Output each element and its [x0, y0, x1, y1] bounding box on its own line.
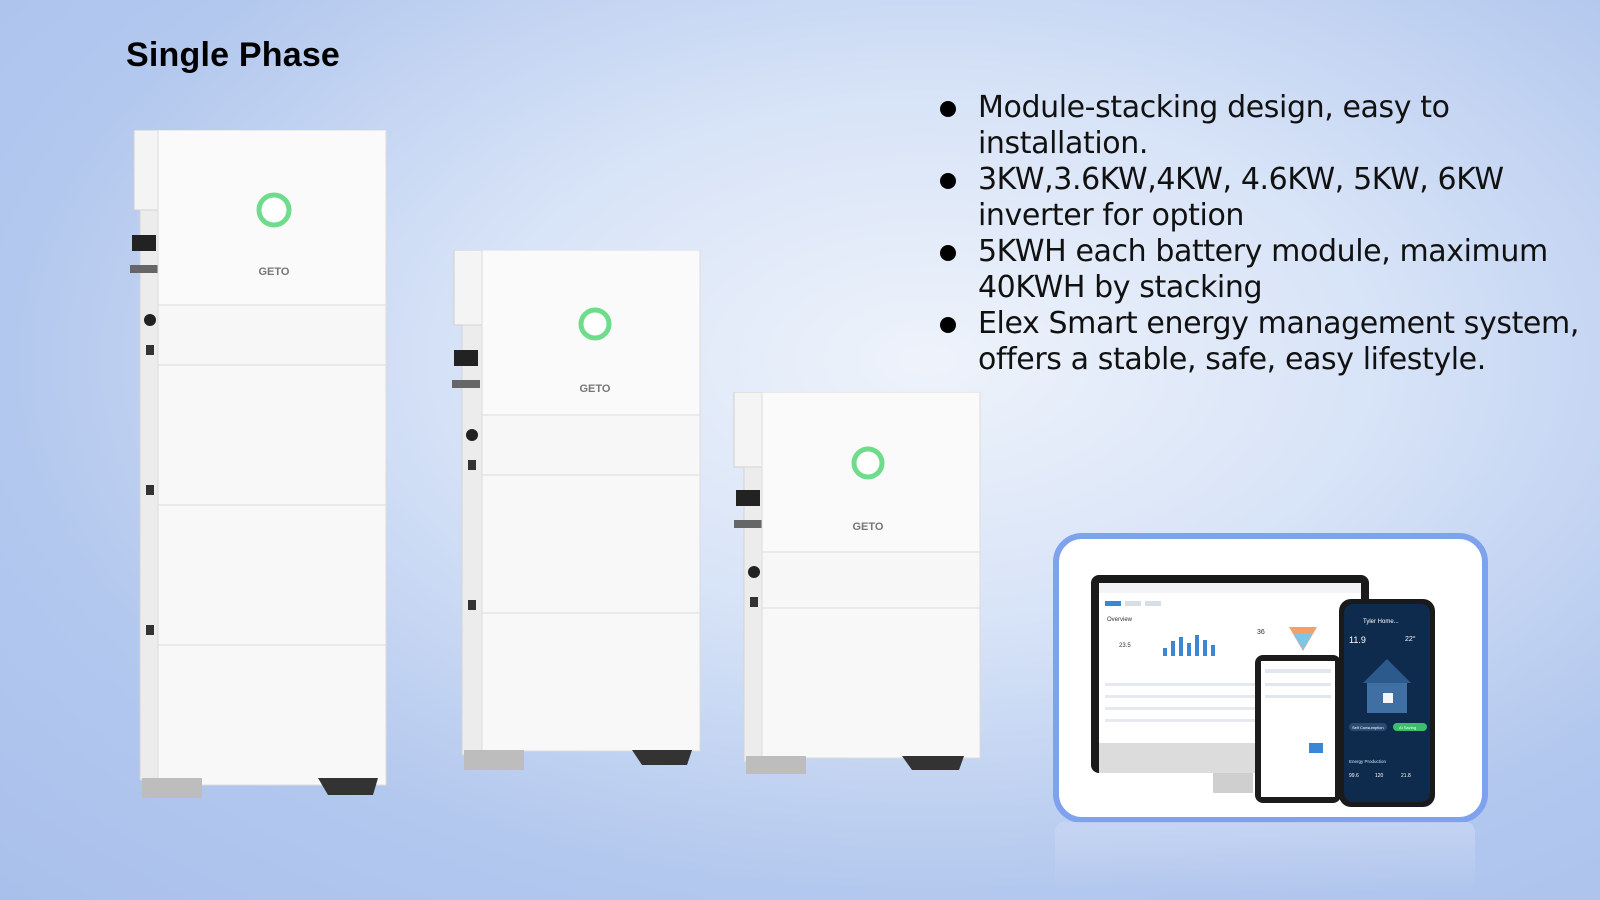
product-unit-large: GETO [128, 130, 393, 810]
product-logo: GETO [853, 521, 884, 533]
bullet-icon [940, 101, 956, 117]
feature-text: Elex Smart energy management system, off… [978, 306, 1579, 377]
feature-text: Module-stacking design, easy to installa… [978, 90, 1450, 161]
tablet-device [1255, 655, 1341, 803]
phone-stat: 99.6 [1349, 773, 1359, 779]
feature-item: 5KWH each battery module, maximum 40KWH … [940, 234, 1580, 306]
bullet-icon [940, 245, 956, 261]
feature-item: 3KW,3.6KW,4KW, 4.6KW, 5KW, 6KW inverter … [940, 162, 1580, 234]
app-preview-card: Overview 23.5 36 [1053, 533, 1488, 823]
phone-self-consumption: Self Consumption [1352, 725, 1384, 730]
phone-temp: 22° [1405, 635, 1416, 643]
feature-item: Module-stacking design, easy to installa… [940, 90, 1580, 162]
power-ring-icon [256, 192, 292, 228]
product-logo: GETO [580, 383, 611, 395]
power-ring-icon [851, 446, 885, 480]
bullet-icon [940, 173, 956, 189]
feature-text: 3KW,3.6KW,4KW, 4.6KW, 5KW, 6KW inverter … [978, 162, 1504, 233]
phone-stat: 120 [1375, 773, 1384, 779]
feature-list: Module-stacking design, easy to installa… [940, 90, 1580, 378]
desktop-section-title: Overview [1107, 617, 1133, 623]
desktop-gauge-value: 23.5 [1119, 643, 1131, 649]
phone-energy-production: Energy Production [1349, 759, 1387, 764]
page-title: Single Phase [126, 36, 341, 74]
phone-stat: 21.8 [1401, 773, 1411, 779]
product-unit-small: GETO [732, 392, 987, 782]
phone-power-value: 11.9 [1349, 635, 1366, 645]
app-preview-reflection [1055, 822, 1475, 892]
product-unit-medium: GETO [452, 250, 707, 780]
phone-ai-saving: AI Saving [1399, 725, 1416, 730]
feature-text: 5KWH each battery module, maximum 40KWH … [978, 234, 1548, 305]
bullet-icon [940, 317, 956, 333]
phone-device: Tyler Home... 11.9 22° Self Consumption … [1339, 599, 1435, 807]
power-ring-icon [578, 307, 612, 341]
desktop-kpi: 36 [1257, 629, 1265, 636]
phone-title: Tyler Home... [1363, 619, 1399, 625]
product-logo: GETO [259, 266, 290, 278]
feature-item: Elex Smart energy management system, off… [940, 306, 1580, 378]
